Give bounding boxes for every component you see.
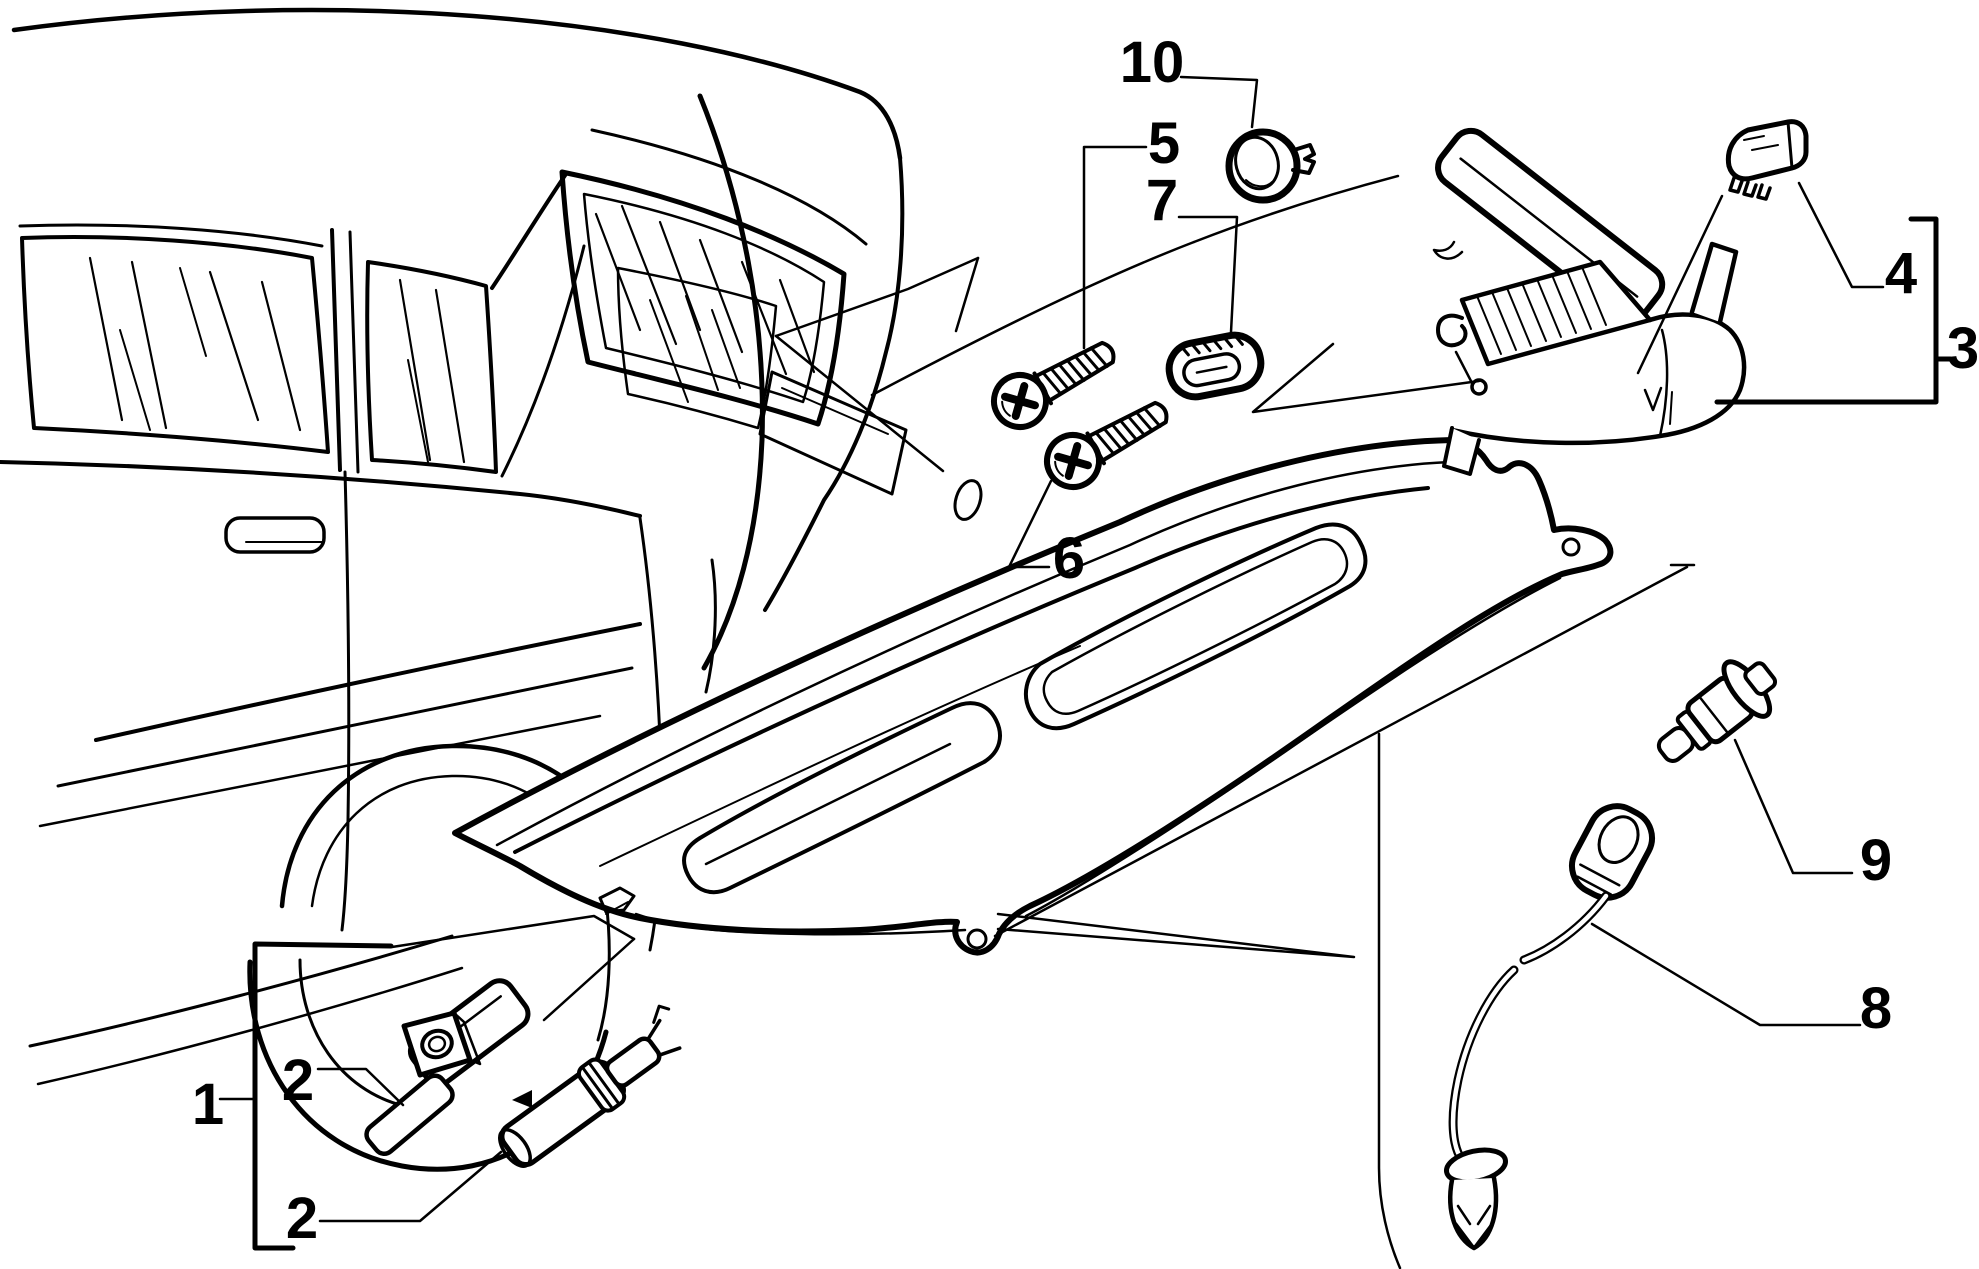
callout-5[interactable]: 5 xyxy=(1148,111,1180,176)
part-9-bulb-socket xyxy=(1656,659,1778,763)
leader-4-mount xyxy=(1636,194,1724,375)
callout-8[interactable]: 8 xyxy=(1860,976,1892,1041)
callout-7[interactable]: 7 xyxy=(1146,168,1178,233)
callout-9[interactable]: 9 xyxy=(1860,828,1892,893)
leader-6 xyxy=(1007,479,1053,569)
leader-7 xyxy=(1177,215,1239,334)
window1-hatching xyxy=(88,256,302,432)
parcel-shelf xyxy=(452,437,1614,956)
leader-3-bracket xyxy=(1714,216,1953,405)
leader-9 xyxy=(1733,738,1854,875)
part-10-round-grommet xyxy=(1225,128,1316,204)
pointer-rear-window xyxy=(774,256,980,473)
callout-4[interactable]: 4 xyxy=(1885,241,1917,306)
kit-box-bracket xyxy=(252,941,394,1251)
callout-3[interactable]: 3 xyxy=(1947,316,1979,381)
leader-5 xyxy=(1082,145,1148,350)
callout-1[interactable]: 1 xyxy=(192,1072,224,1137)
callout-2a[interactable]: 2 xyxy=(282,1048,314,1113)
callout-labels: 10 5 7 6 4 3 9 8 1 2 2 xyxy=(192,30,1979,1251)
bracket-ribs xyxy=(1476,266,1607,355)
callout-leaders xyxy=(218,75,1953,1223)
leader-4 xyxy=(1797,181,1885,289)
door-handle xyxy=(224,516,326,554)
leader-2a xyxy=(316,1067,405,1107)
leader-2b xyxy=(318,1150,503,1223)
part-7-oval-grommet xyxy=(1165,331,1265,401)
pointer-shelf-hole xyxy=(996,912,1356,959)
region-boundary xyxy=(993,563,1696,1269)
part-2-bulb-holder xyxy=(498,1004,682,1168)
part-4-clip xyxy=(1725,119,1809,201)
pointer-kit-box xyxy=(390,914,636,1022)
window2-hatching xyxy=(398,278,466,464)
part-3-bracket-assembly xyxy=(1432,127,1747,476)
car-body-outline xyxy=(0,7,1400,1172)
part-8-cable xyxy=(1443,803,1655,1251)
callout-10[interactable]: 10 xyxy=(1120,30,1185,95)
callout-2b[interactable]: 2 xyxy=(286,1186,318,1251)
part-2-light-unit xyxy=(364,978,532,1156)
grommet-hatching xyxy=(1180,334,1244,357)
pointer-bracket-hinge xyxy=(1251,342,1481,414)
leader-10 xyxy=(1179,75,1259,129)
direction-arrow xyxy=(512,1090,532,1108)
callout-6[interactable]: 6 xyxy=(1053,526,1085,591)
leader-8 xyxy=(1590,922,1862,1027)
glass-hatching xyxy=(594,204,816,403)
